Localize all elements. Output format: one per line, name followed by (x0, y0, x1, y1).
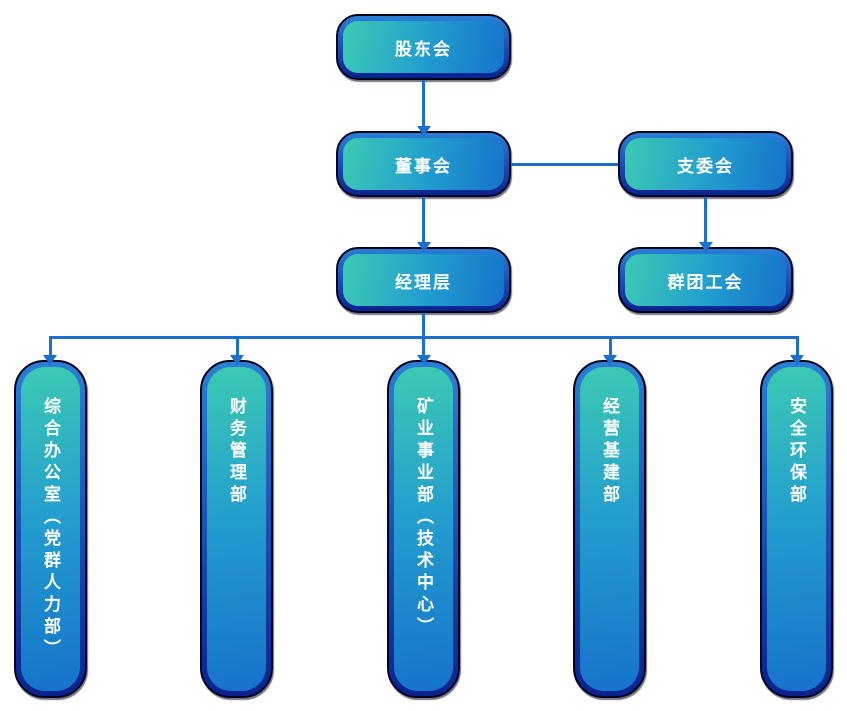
node-core: 安全环保部 (767, 367, 826, 691)
connector-bus-dept-mining (422, 337, 425, 360)
node-label: 群团工会 (667, 272, 744, 293)
node-label: 经营基建部 (599, 397, 619, 507)
org-node-dept-safety: 安全环保部 (760, 360, 833, 698)
connector-bus-dept-general-office (48, 337, 52, 360)
node-label: 经理层 (395, 272, 452, 293)
arrow-down-icon (416, 126, 431, 136)
org-node-dept-mining: 矿业事业部（技术中心） (387, 360, 460, 698)
connector-bus-dept-finance (235, 337, 239, 360)
arrow-down-icon (790, 355, 804, 365)
org-node-branch-committee: 支委会 (618, 131, 793, 197)
connector-bus-dept-operations (608, 337, 612, 360)
node-core: 经营基建部 (580, 367, 639, 691)
arrow-down-icon (43, 355, 57, 365)
org-node-union: 群团工会 (618, 247, 793, 313)
node-label: 安全环保部 (786, 397, 806, 507)
arrow-down-icon (603, 355, 617, 365)
arrow-down-icon (416, 242, 431, 252)
node-label: 财务管理部 (226, 397, 246, 507)
node-label: 综合办公室（党群人力部） (40, 397, 60, 661)
org-node-dept-operations: 经营基建部 (573, 360, 646, 698)
connector-shareholders-board (422, 80, 425, 131)
node-label: 矿业事业部（技术中心） (413, 397, 433, 639)
arrow-down-icon (698, 242, 713, 252)
node-core: 综合办公室（党群人力部） (21, 367, 80, 691)
node-core: 董事会 (343, 138, 504, 190)
connector-bus-dept-safety (795, 337, 799, 360)
node-core: 矿业事业部（技术中心） (394, 367, 453, 691)
connector-board-management (422, 197, 425, 247)
org-node-dept-general-office: 综合办公室（党群人力部） (14, 360, 87, 698)
org-node-dept-finance: 财务管理部 (200, 360, 273, 698)
node-core: 财务管理部 (207, 367, 266, 691)
node-label: 支委会 (677, 156, 734, 177)
node-core: 群团工会 (625, 254, 786, 306)
org-node-shareholders: 股东会 (336, 14, 511, 80)
node-label: 股东会 (395, 39, 452, 60)
org-node-management: 经理层 (336, 247, 511, 313)
node-core: 支委会 (625, 138, 786, 190)
node-core: 股东会 (343, 21, 504, 73)
arrow-down-icon (416, 355, 431, 365)
node-label: 董事会 (395, 156, 452, 177)
node-core: 经理层 (343, 254, 504, 306)
arrow-down-icon (230, 355, 244, 365)
org-node-board: 董事会 (336, 131, 511, 197)
connector-management-bus (422, 313, 425, 339)
connector-branch-union (704, 197, 707, 247)
connector-board-branch (511, 162, 618, 166)
